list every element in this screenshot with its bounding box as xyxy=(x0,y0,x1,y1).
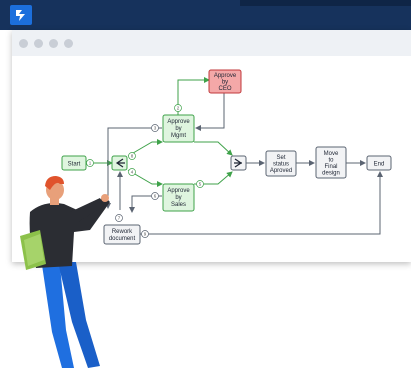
node-label-line: Aproved xyxy=(270,168,292,174)
window-dot-icon[interactable] xyxy=(34,39,43,48)
svg-text:6: 6 xyxy=(154,194,157,199)
node-label-line: Approve xyxy=(167,188,190,194)
app-topbar xyxy=(0,0,411,30)
node-approve-ceo[interactable]: Approve by CEO xyxy=(208,69,242,94)
step-badge: 5 xyxy=(196,180,204,188)
step-badge: 7 xyxy=(115,214,123,222)
node-label-line: Approve xyxy=(214,73,237,79)
node-label-line: Approve xyxy=(167,119,190,125)
node-move-final[interactable]: Move to Final design xyxy=(315,146,347,179)
person-arm xyxy=(70,198,104,222)
node-approve-mgmt[interactable]: Approve by Mgmt xyxy=(162,114,195,143)
window-dot-icon[interactable] xyxy=(49,39,58,48)
node-label-line: Set xyxy=(276,155,285,161)
node-approve-sales[interactable]: Approve by Sales xyxy=(162,183,195,212)
node-label-line: CEO xyxy=(218,86,231,92)
node-end[interactable]: End xyxy=(366,155,392,171)
topbar-accent xyxy=(240,0,411,6)
node-label-line: Final xyxy=(324,164,337,170)
connector-rework-end xyxy=(140,171,383,235)
node-start-label: Start xyxy=(68,162,81,168)
connector-gateway-mgmt xyxy=(127,139,163,157)
node-set-status[interactable]: Set status Aproved xyxy=(265,150,297,177)
node-start[interactable]: Start xyxy=(61,155,87,171)
step-badge: 9 xyxy=(141,230,149,238)
svg-text:5: 5 xyxy=(199,182,202,187)
node-label-line: document xyxy=(109,236,136,242)
svg-text:8: 8 xyxy=(131,154,134,159)
svg-text:3: 3 xyxy=(154,126,157,131)
connector-ceo-mgmt xyxy=(195,88,225,131)
step-badge: 2 xyxy=(174,104,182,112)
node-label-line: Move xyxy=(324,151,339,157)
window-dot-icon[interactable] xyxy=(19,39,28,48)
person-hand xyxy=(101,194,109,202)
node-label-line: to xyxy=(328,158,334,164)
person-neck xyxy=(50,196,59,205)
node-end-label: End xyxy=(374,162,385,168)
person-leg xyxy=(42,265,74,368)
node-label-line: Rework xyxy=(112,229,133,235)
step-badge: 8 xyxy=(128,152,136,160)
node-label-line: Sales xyxy=(171,202,186,208)
svg-text:7: 7 xyxy=(118,216,121,221)
connector-mgmt-merge xyxy=(194,141,233,156)
node-label-line: by xyxy=(175,195,181,201)
step-badge: 1 xyxy=(86,159,94,167)
node-label-line: by xyxy=(222,80,228,86)
connector-gateway-sales xyxy=(127,169,163,187)
svg-text:9: 9 xyxy=(144,232,147,237)
node-label-line: design xyxy=(322,171,340,177)
step-badge: 3 xyxy=(151,124,159,132)
window-titlebar xyxy=(12,30,411,56)
svg-text:1: 1 xyxy=(89,161,92,166)
svg-text:4: 4 xyxy=(131,170,134,175)
person-leg xyxy=(58,262,100,368)
node-label-line: by xyxy=(175,126,181,132)
node-rework-document[interactable]: Rework document xyxy=(103,224,141,245)
window-dot-icon[interactable] xyxy=(64,39,73,48)
merge-gateway-icon xyxy=(234,158,243,168)
split-gateway-icon xyxy=(115,158,125,168)
node-label-line: Mgmt xyxy=(171,133,186,139)
process-diagram: Start Approve by Mgmt Approve by CEO App… xyxy=(61,69,392,245)
person-hair xyxy=(45,176,64,190)
connector-mgmt-rework xyxy=(105,127,162,209)
step-badge: 4 xyxy=(128,168,136,176)
step-badge: 6 xyxy=(151,192,159,200)
svg-text:2: 2 xyxy=(177,106,180,111)
connector-mgmt-ceo xyxy=(177,77,210,116)
bizagi-logo-icon xyxy=(10,5,32,25)
node-label-line: status xyxy=(273,162,289,168)
